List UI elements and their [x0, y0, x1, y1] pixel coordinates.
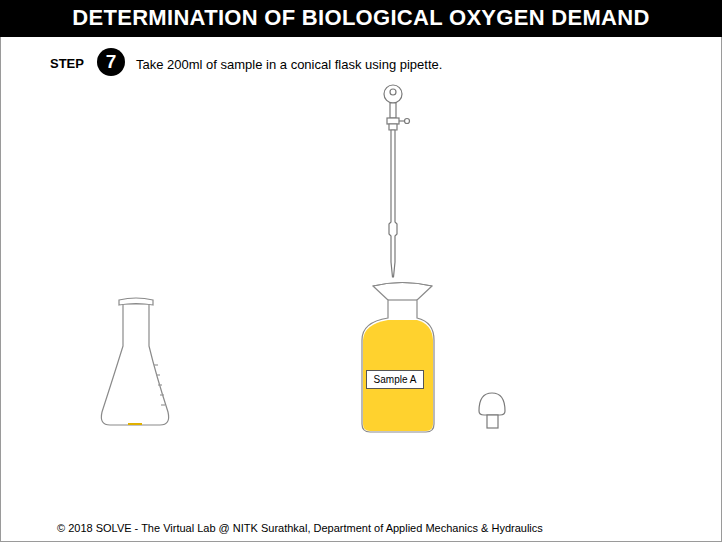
- sample-label-box: Sample A: [366, 370, 424, 389]
- step-word: STEP: [50, 56, 84, 71]
- node-text: Sample A: [374, 374, 417, 385]
- bottle-stopper: [479, 393, 505, 428]
- conical-flask: [101, 298, 168, 425]
- copyright-note: © 2018 SOLVE - The Virtual Lab @ NITK Su…: [57, 522, 543, 534]
- step-number-circle: 7: [97, 48, 125, 76]
- instruction-text: Take 200ml of sample in a conical flask …: [136, 57, 442, 72]
- page-title: DETERMINATION OF BIOLOGICAL OXYGEN DEMAN…: [72, 5, 649, 31]
- pipette: [384, 85, 410, 277]
- node-text: 7: [106, 52, 117, 73]
- title-bar: [0, 0, 722, 37]
- sample-bottle: [362, 283, 434, 433]
